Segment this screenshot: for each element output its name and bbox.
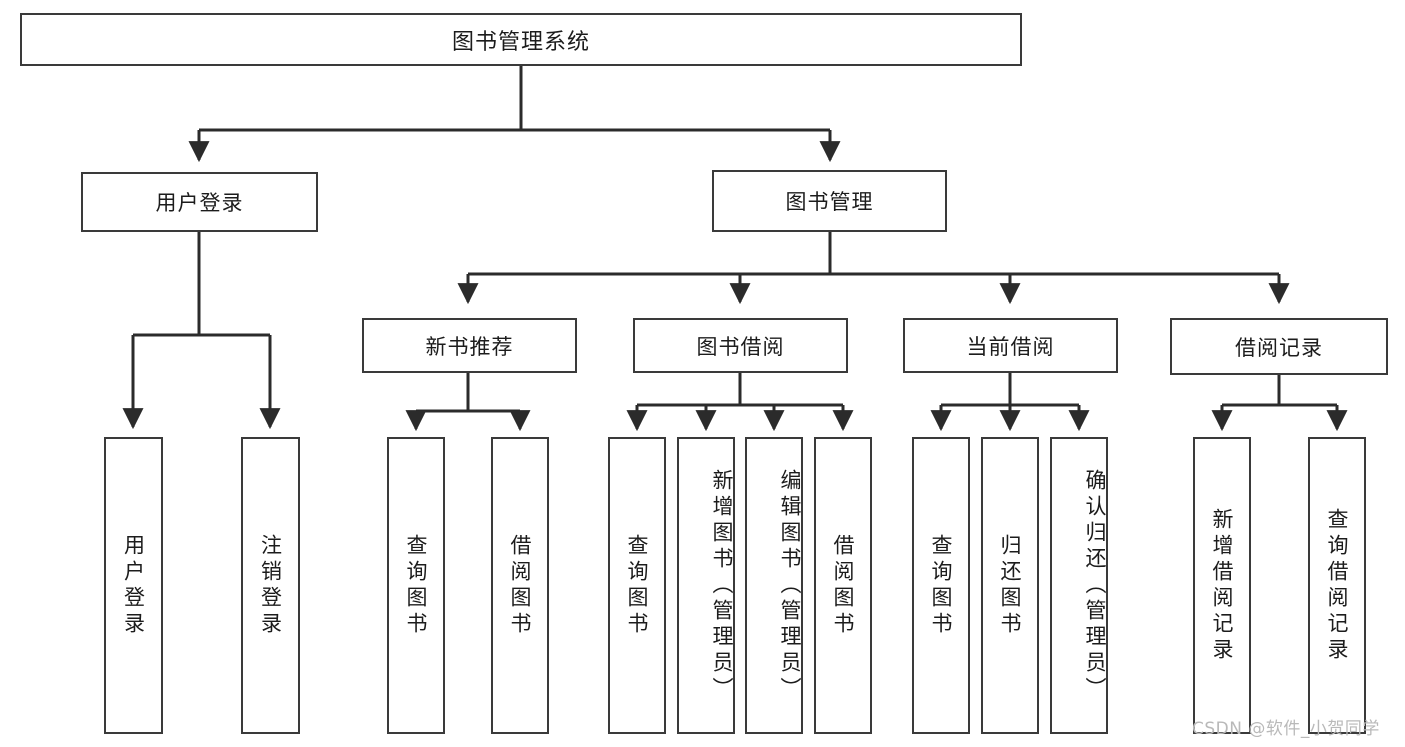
node-new-book-recommend[interactable]: 新书推荐 (362, 318, 577, 373)
leaf-borrow-book-recommend[interactable]: 借阅图书 (491, 437, 549, 734)
leaf-borrow-book[interactable]: 借阅图书 (814, 437, 872, 734)
leaf-user-logout[interactable]: 注销登录 (241, 437, 300, 734)
leaf-query-book-current[interactable]: 查询图书 (912, 437, 970, 734)
node-user-login[interactable]: 用户登录 (81, 172, 318, 232)
leaf-confirm-return-admin[interactable]: 确认归还（管理员） (1050, 437, 1108, 734)
leaf-add-borrow-record[interactable]: 新增借阅记录 (1193, 437, 1251, 734)
node-borrow-record[interactable]: 借阅记录 (1170, 318, 1388, 375)
leaf-query-book-recommend[interactable]: 查询图书 (387, 437, 445, 734)
node-book-management[interactable]: 图书管理 (712, 170, 947, 232)
leaf-edit-book-admin[interactable]: 编辑图书（管理员） (745, 437, 803, 734)
leaf-return-book[interactable]: 归还图书 (981, 437, 1039, 734)
watermark-text: CSDN @软件_小贺同学 (1192, 719, 1380, 739)
node-book-borrow[interactable]: 图书借阅 (633, 318, 848, 373)
leaf-query-borrow-record[interactable]: 查询借阅记录 (1308, 437, 1366, 734)
leaf-query-book-borrow[interactable]: 查询图书 (608, 437, 666, 734)
node-current-borrow[interactable]: 当前借阅 (903, 318, 1118, 373)
leaf-add-book-admin[interactable]: 新增图书（管理员） (677, 437, 735, 734)
node-root[interactable]: 图书管理系统 (20, 13, 1022, 66)
leaf-user-login[interactable]: 用户登录 (104, 437, 163, 734)
